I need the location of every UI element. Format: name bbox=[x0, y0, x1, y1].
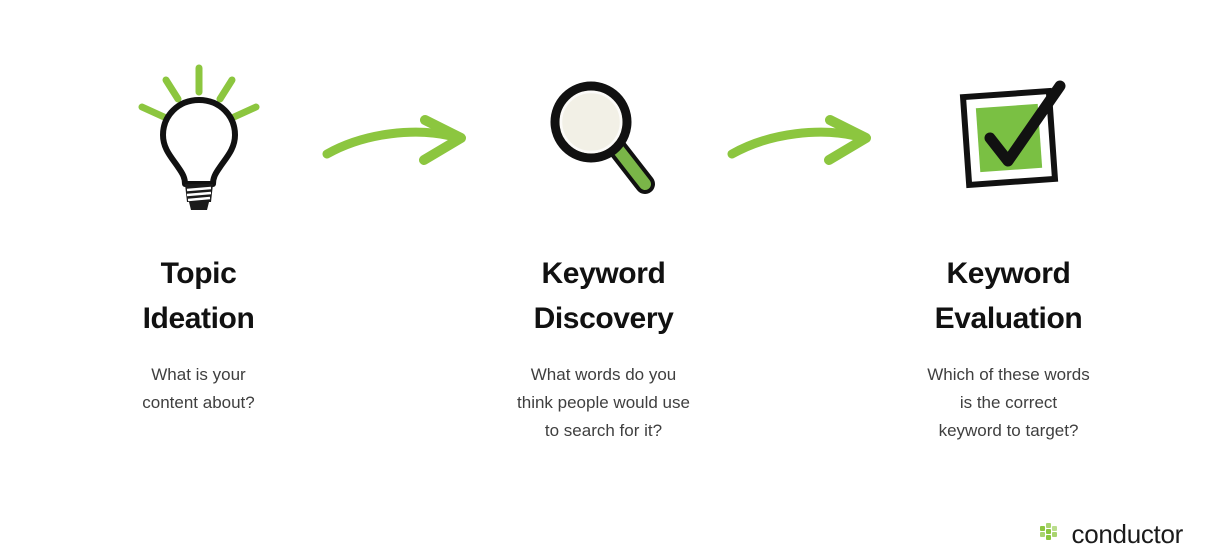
brand-logo: conductor bbox=[1039, 521, 1183, 547]
lightbulb-icon bbox=[138, 64, 259, 210]
step-icon-wrapper bbox=[529, 55, 679, 215]
step-topic-ideation: Topic Ideation What is your content abou… bbox=[76, 0, 321, 417]
step-subtitle: Which of these words is the correct keyw… bbox=[927, 365, 1090, 441]
step-title: Keyword Evaluation bbox=[934, 257, 1083, 335]
arrow-right-icon bbox=[322, 115, 466, 165]
brand-name: conductor bbox=[1071, 519, 1184, 549]
connector-1 bbox=[321, 0, 481, 180]
conductor-logo-mark bbox=[1039, 523, 1057, 540]
step-subtitle: What is your content about? bbox=[142, 365, 255, 413]
step-title: Keyword Discovery bbox=[533, 257, 674, 335]
step-title: Topic Ideation bbox=[142, 257, 255, 335]
connector-2 bbox=[726, 0, 886, 180]
step-keyword-discovery: Keyword Discovery What words do you thin… bbox=[481, 0, 726, 445]
process-flow: Topic Ideation What is your content abou… bbox=[76, 0, 1131, 445]
step-subtitle: What words do you think people would use… bbox=[517, 365, 690, 441]
step-keyword-evaluation: Keyword Evaluation Which of these words … bbox=[886, 0, 1131, 445]
step-icon-wrapper bbox=[124, 55, 274, 215]
step-icon-wrapper bbox=[934, 55, 1084, 215]
magnifying-glass-icon bbox=[550, 81, 655, 194]
arrow-right-icon bbox=[727, 115, 871, 165]
checked-box-icon bbox=[959, 80, 1065, 189]
